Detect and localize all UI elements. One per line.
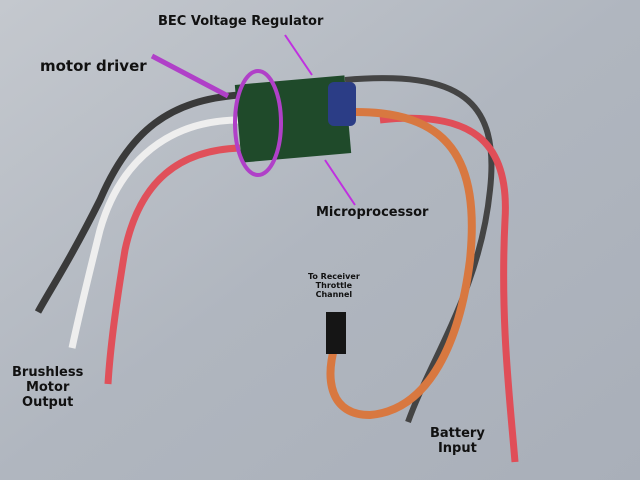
battery-line-2: Input	[437, 440, 477, 456]
receiver-label: To Receiver Throttle Channel	[308, 272, 360, 300]
battery-wire-red	[379, 114, 519, 463]
motor-output-line-3: Output	[22, 394, 74, 410]
motor-wire-red	[104, 144, 241, 385]
microprocessor-arrow	[324, 159, 356, 206]
microprocessor-label: Microprocessor	[316, 205, 429, 220]
battery-wire-black	[344, 75, 495, 424]
capacitor	[328, 82, 356, 126]
motor-output-line-1: Brushless	[12, 365, 84, 380]
receiver-line-1: To Receiver	[308, 272, 360, 281]
motor-output-label: Brushless Motor Output	[12, 365, 84, 411]
servo-lead	[326, 107, 476, 420]
receiver-line-3: Channel	[315, 290, 353, 300]
bec-label: BEC Voltage Regulator	[158, 14, 324, 29]
motor-driver-arrow	[150, 53, 230, 99]
motor-wire-white	[68, 116, 241, 349]
esc-board	[234, 75, 352, 163]
battery-line-1: Battery	[430, 426, 485, 441]
battery-input-label: Battery Input	[430, 426, 485, 457]
motor-driver-label: motor driver	[40, 57, 147, 75]
motor-output-line-2: Motor	[25, 379, 70, 395]
receiver-line-2: Throttle	[315, 281, 353, 291]
servo-connector	[326, 312, 346, 354]
motor-wire-black	[34, 91, 241, 314]
bec-arrow	[284, 34, 313, 76]
motor-driver-highlight	[233, 69, 283, 177]
